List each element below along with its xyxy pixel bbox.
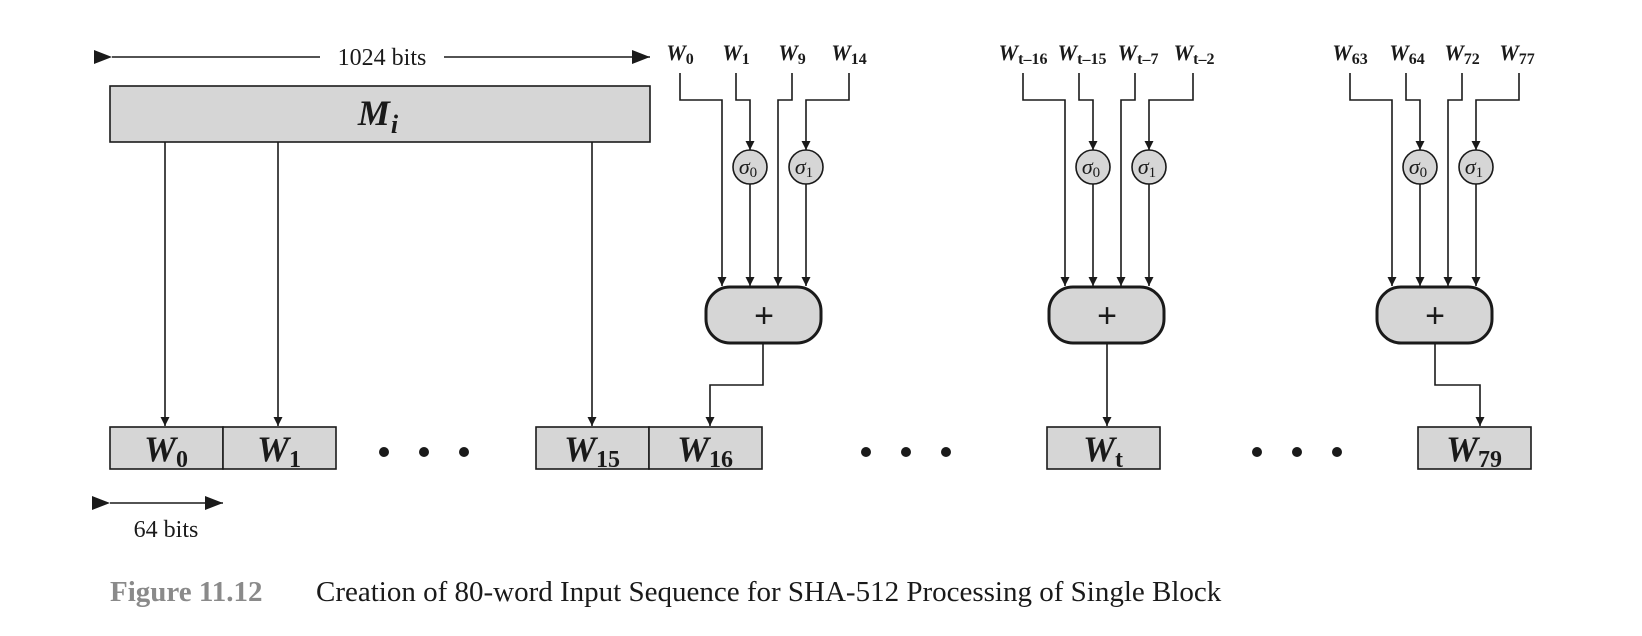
word-box-label: W15	[564, 429, 620, 473]
ellipsis-3	[1252, 447, 1342, 457]
input-label-w77: W77	[1499, 40, 1535, 68]
dimension-64-label: 64 bits	[134, 517, 199, 543]
svg-text:+: +	[754, 297, 774, 335]
word-box-w15: W15	[535, 426, 650, 473]
svg-text:+: +	[1425, 297, 1445, 335]
adder-node: +	[1375, 285, 1494, 345]
schedule-group-w16: W0 W1 W9 W14 σ0 σ1 +	[666, 40, 867, 426]
word-box-wt: Wt	[1046, 426, 1161, 473]
input-label-wt-7: Wt–7	[1118, 40, 1159, 68]
input-label-wt-2: Wt–2	[1174, 40, 1215, 68]
input-label-w14: W14	[831, 40, 867, 68]
svg-text:+: +	[1097, 297, 1117, 335]
sigma0-node: σ0	[1075, 149, 1111, 185]
input-label-w72: W72	[1444, 40, 1480, 68]
schedule-group-w79: W63 W64 W72 W77 σ0 σ1 +	[1332, 40, 1535, 426]
input-label-w64: W64	[1389, 40, 1425, 68]
svg-text:σ1: σ1	[1465, 154, 1483, 181]
message-block-label: Mi	[357, 93, 399, 139]
svg-text:σ0: σ0	[1409, 154, 1427, 181]
word-box-label: W16	[677, 429, 733, 473]
word-box-label: W79	[1446, 429, 1502, 473]
word-box-label: Wt	[1083, 429, 1123, 473]
dimension-1024-label: 1024 bits	[338, 45, 427, 71]
dimension-1024-bits: 1024 bits	[94, 45, 650, 71]
ellipsis-2	[861, 447, 951, 457]
message-block: Mi	[109, 85, 651, 143]
figure-caption: Figure 11.12 Creation of 80-word Input S…	[110, 576, 1222, 608]
adder-node: +	[704, 285, 823, 345]
schedule-group-wt: Wt–16 Wt–15 Wt–7 Wt–2 σ0 σ1 +	[999, 40, 1215, 426]
input-label-w0: W0	[666, 40, 694, 68]
sigma0-node: σ0	[732, 149, 768, 185]
svg-text:σ1: σ1	[1138, 154, 1156, 181]
caption-text: Creation of 80-word Input Sequence for S…	[316, 576, 1222, 608]
word-box-w0: W0	[109, 426, 224, 473]
word-box-w79: W79	[1417, 426, 1532, 473]
message-to-words-arrows	[160, 142, 597, 426]
adder-node: +	[1047, 285, 1166, 345]
sigma1-node: σ1	[1458, 149, 1494, 185]
sigma1-node: σ1	[1131, 149, 1167, 185]
caption-number: Figure 11.12	[110, 576, 263, 608]
dimension-64-bits: 64 bits	[92, 496, 223, 543]
sigma1-node: σ1	[788, 149, 824, 185]
svg-text:σ0: σ0	[739, 154, 757, 181]
sigma0-node: σ0	[1402, 149, 1438, 185]
input-label-w9: W9	[778, 40, 806, 68]
word-box-label: W1	[257, 429, 301, 473]
svg-text:σ1: σ1	[795, 154, 813, 181]
input-label-w63: W63	[1332, 40, 1368, 68]
word-box-w1: W1	[222, 426, 337, 473]
word-box-w16: W16	[648, 426, 763, 473]
ellipsis-1	[379, 447, 469, 457]
input-label-wt-16: Wt–16	[999, 40, 1048, 68]
word-box-label: W0	[144, 429, 188, 473]
svg-text:σ0: σ0	[1082, 154, 1100, 181]
input-label-w1: W1	[722, 40, 750, 68]
input-label-wt-15: Wt–15	[1058, 40, 1107, 68]
